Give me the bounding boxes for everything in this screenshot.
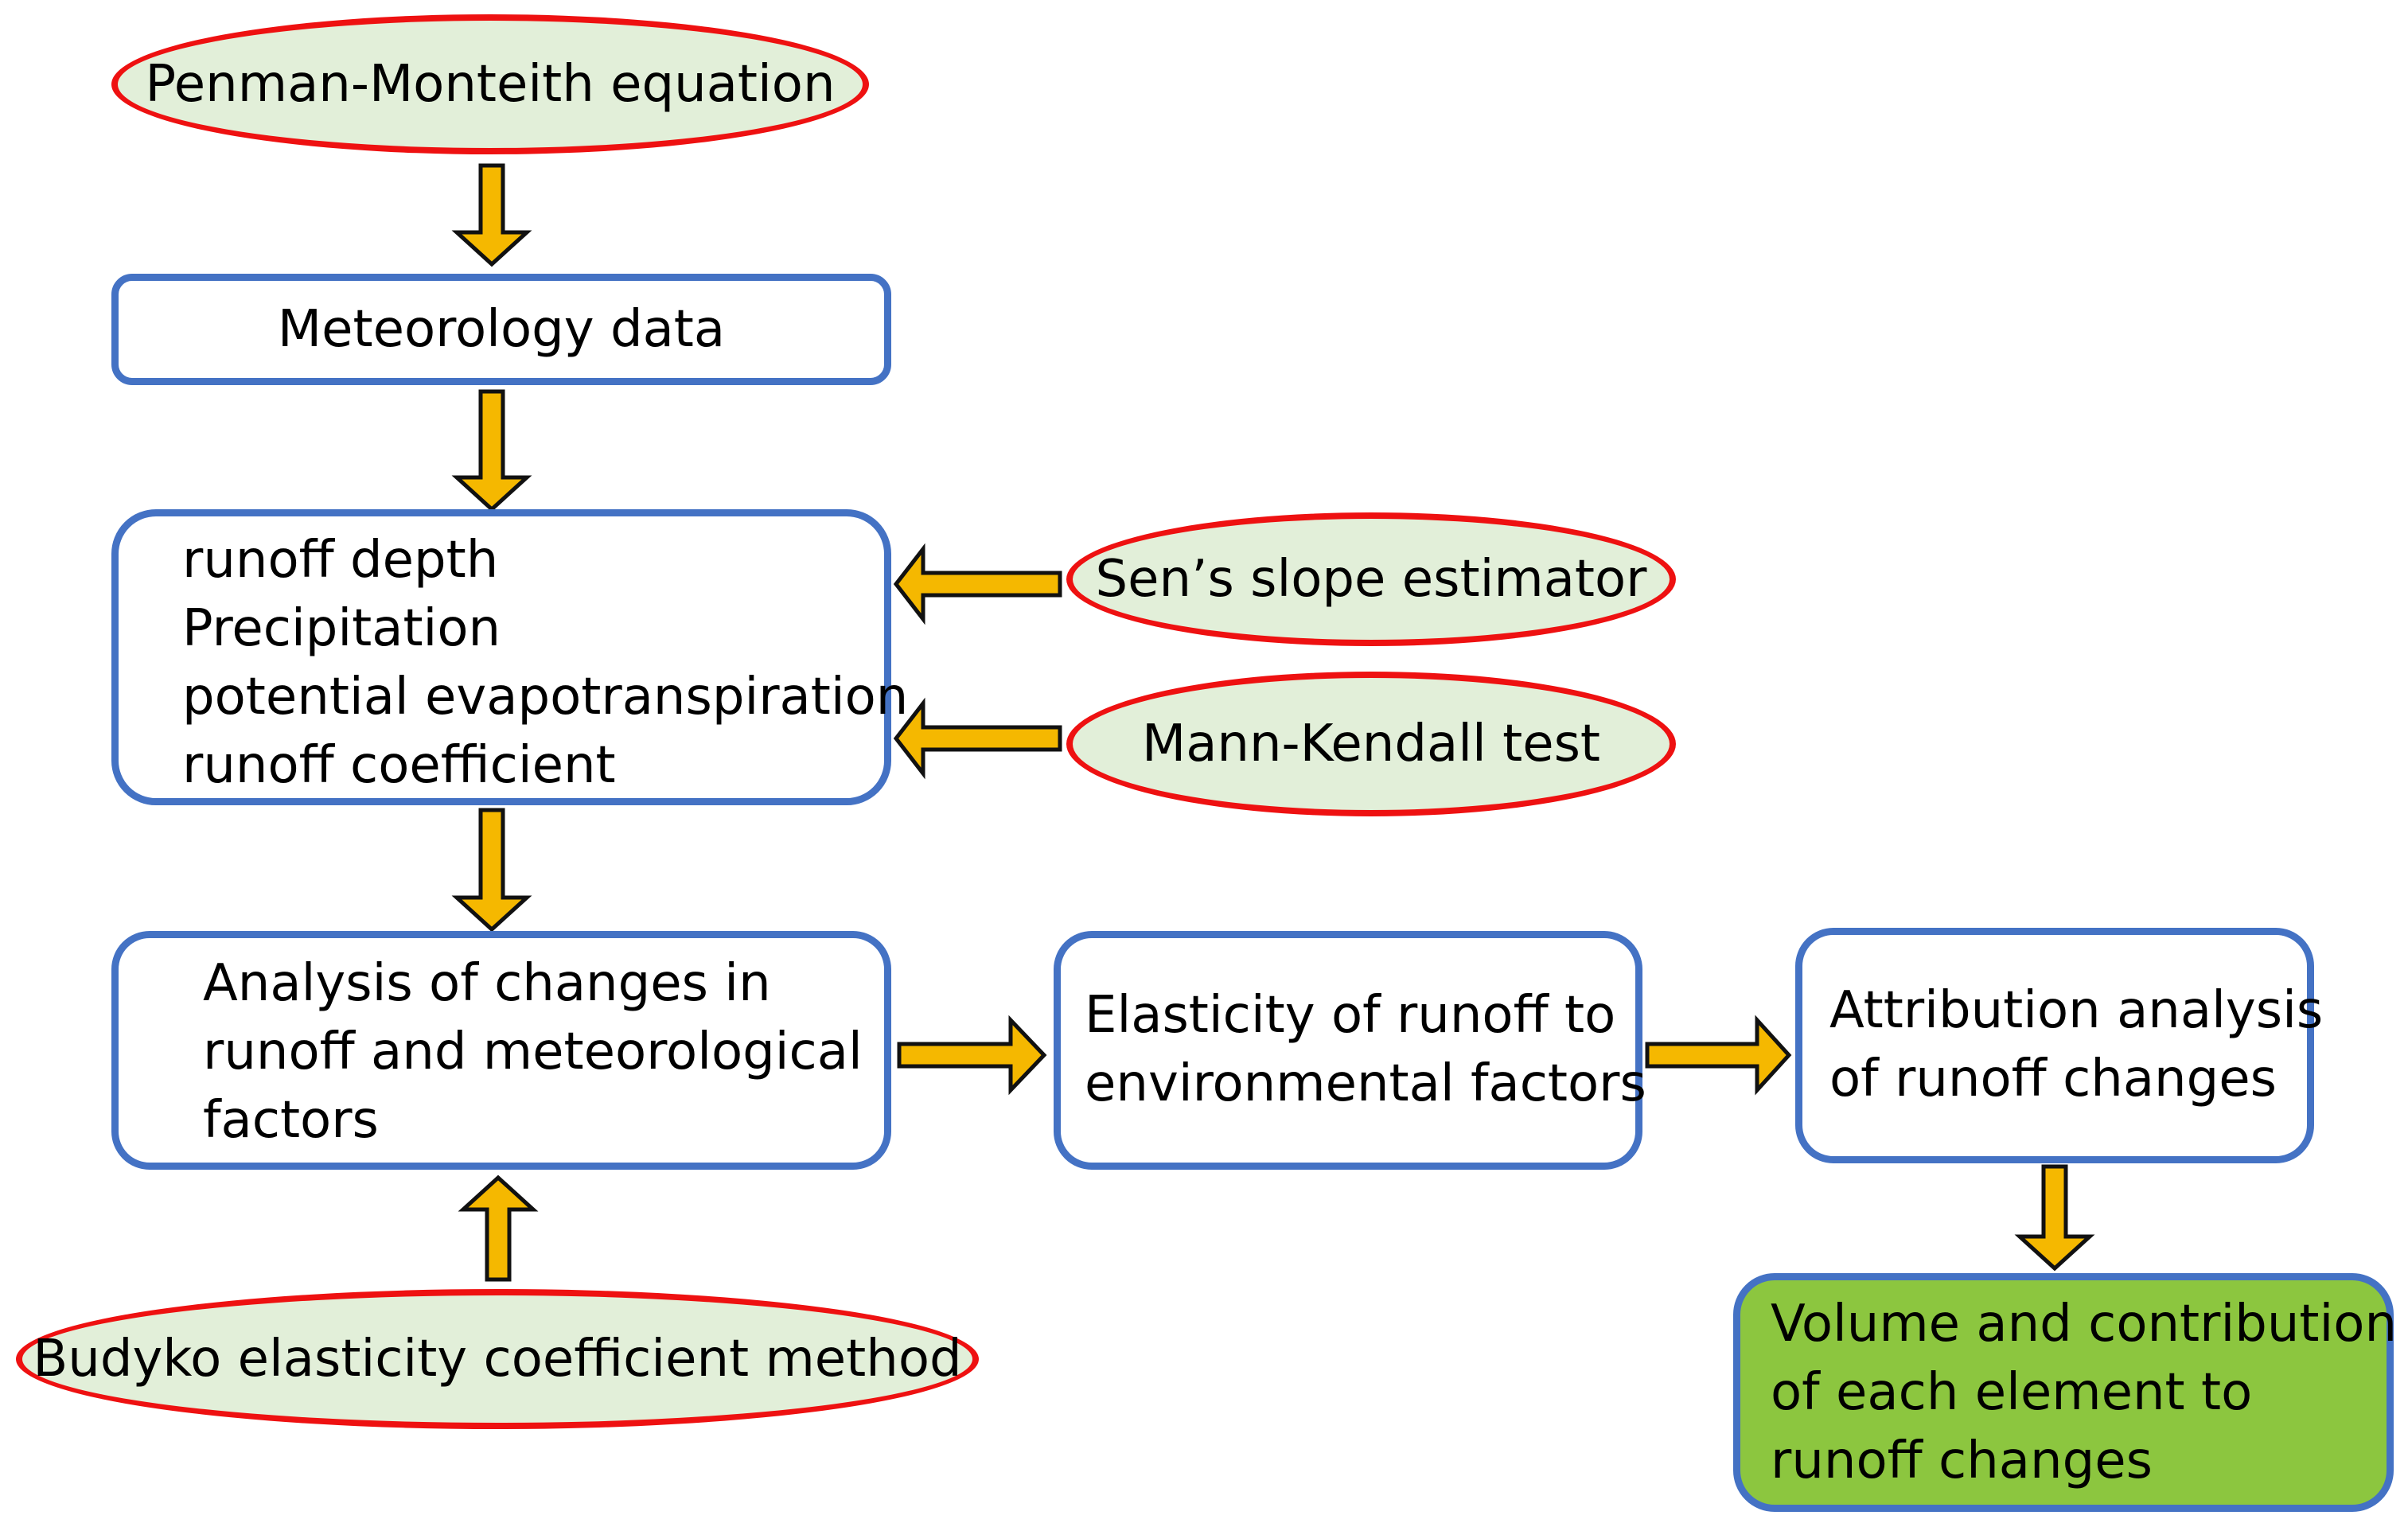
- attribution-box: Attribution analysis of runoff changes: [1795, 928, 2323, 1163]
- attribution-line-2: of runoff changes: [1829, 1050, 2277, 1108]
- arrow-budyko-to-analysis: [458, 1174, 539, 1282]
- arrow-mann-kendall-to-variables: [893, 697, 1062, 780]
- penman-monteith-label: Penman-Monteith equation: [145, 55, 836, 114]
- result-line-1: Volume and contribution: [1771, 1295, 2397, 1354]
- analysis-line-3: factors: [203, 1091, 379, 1150]
- arrow-analysis-to-elasticity: [897, 1015, 1047, 1096]
- variable-runoff-depth: runoff depth: [182, 531, 499, 590]
- analysis-line-1: Analysis of changes in: [203, 954, 771, 1013]
- elasticity-box: Elasticity of runoff to environmental fa…: [1054, 931, 1646, 1170]
- arrow-variables-to-analysis: [451, 808, 532, 933]
- elasticity-text: Elasticity of runoff to environmental fa…: [1085, 981, 1646, 1118]
- result-line-3: runoff changes: [1771, 1431, 2153, 1490]
- variable-runoff-coefficient: runoff coefficient: [182, 736, 616, 795]
- attribution-line-1: Attribution analysis: [1829, 981, 2324, 1040]
- mann-kendall-ellipse: Mann-Kendall test: [1066, 672, 1676, 816]
- analysis-box: Analysis of changes in runoff and meteor…: [111, 931, 891, 1170]
- analysis-line-2: runoff and meteorological: [203, 1022, 863, 1081]
- result-text: Volume and contribution of each element …: [1771, 1290, 2397, 1495]
- arrow-attribution-to-result: [2014, 1164, 2095, 1272]
- mann-kendall-label: Mann-Kendall test: [1141, 715, 1601, 773]
- penman-monteith-ellipse: Penman-Monteith equation: [111, 14, 869, 154]
- attribution-text: Attribution analysis of runoff changes: [1829, 976, 2323, 1113]
- arrow-penman-to-meteorology: [451, 163, 532, 267]
- arrow-sens-to-variables: [893, 543, 1062, 625]
- result-box: Volume and contribution of each element …: [1733, 1273, 2397, 1512]
- variables-text: runoff depth Precipitation potential eva…: [182, 526, 908, 800]
- budyko-label: Budyko elasticity coefficient method: [33, 1330, 962, 1389]
- variable-potential-evapotranspiration: potential evapotranspiration: [182, 668, 909, 726]
- variable-precipitation: Precipitation: [182, 599, 501, 658]
- meteorology-data-box: Meteorology data: [111, 274, 891, 385]
- variables-box: runoff depth Precipitation potential eva…: [111, 509, 908, 805]
- arrow-elasticity-to-attribution: [1645, 1015, 1792, 1096]
- meteorology-data-label: Meteorology data: [277, 300, 726, 359]
- elasticity-line-2: environmental factors: [1085, 1054, 1646, 1113]
- analysis-text: Analysis of changes in runoff and meteor…: [203, 949, 863, 1155]
- sens-slope-ellipse: Sen’s slope estimator: [1066, 512, 1676, 646]
- elasticity-line-1: Elasticity of runoff to: [1085, 986, 1616, 1045]
- arrow-meteorology-to-variables: [451, 389, 532, 512]
- sens-slope-label: Sen’s slope estimator: [1095, 550, 1647, 609]
- result-line-2: of each element to: [1771, 1363, 2253, 1422]
- budyko-ellipse: Budyko elasticity coefficient method: [16, 1289, 979, 1429]
